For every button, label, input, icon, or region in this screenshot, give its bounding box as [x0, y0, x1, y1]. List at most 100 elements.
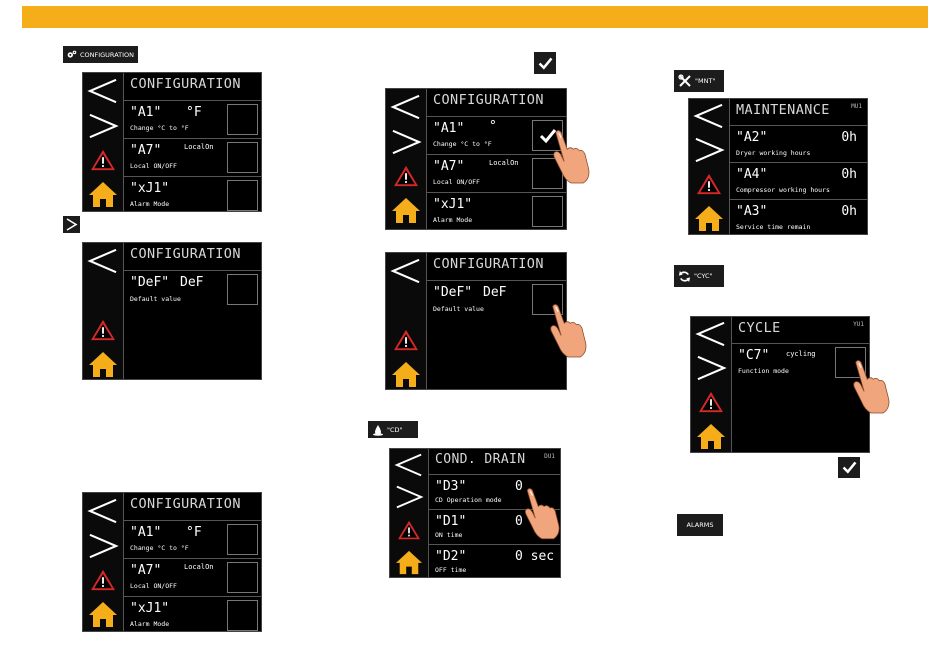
param-row-def[interactable]: "DeF" DeF Default value — [124, 270, 261, 308]
forward-icon[interactable] — [83, 111, 123, 141]
screen-configuration-1: CONFIGURATION "A1" °F Change °C to °F "A… — [82, 72, 262, 212]
back-icon[interactable] — [390, 451, 428, 479]
param-desc: Function mode — [738, 367, 789, 375]
param-name: "DeF" — [433, 285, 473, 300]
back-icon[interactable] — [691, 319, 731, 349]
param-name: "A7" — [130, 143, 162, 158]
home-icon[interactable] — [83, 597, 123, 631]
param-row-xj1[interactable]: "xJ1" Alarm Mode — [427, 192, 566, 230]
param-value: LocalOn — [184, 143, 214, 151]
param-desc: Compressor working hours — [736, 186, 830, 194]
param-row-a3[interactable]: "A3" 0h Service time remain — [730, 199, 867, 236]
param-desc: Local ON/OFF — [433, 178, 480, 186]
param-desc: Change °C to °F — [433, 140, 492, 148]
param-name: "D2" — [435, 549, 467, 564]
screen-title: COND. DRAIN — [435, 452, 526, 467]
param-name: "D3" — [435, 479, 467, 494]
alarm-icon[interactable] — [691, 387, 731, 417]
alarm-icon[interactable] — [386, 161, 426, 191]
forward-icon[interactable] — [691, 353, 731, 383]
back-icon[interactable] — [689, 101, 729, 131]
screen-title: CONFIGURATION — [130, 76, 241, 92]
home-icon[interactable] — [83, 177, 123, 211]
select-box[interactable] — [227, 600, 258, 631]
select-box[interactable] — [835, 347, 866, 378]
forward-icon[interactable] — [390, 483, 428, 511]
forward-icon[interactable] — [83, 531, 123, 561]
param-row-a1[interactable]: "A1" °F Change °C to °F — [124, 100, 261, 138]
param-name: "xJ1" — [130, 601, 170, 616]
home-icon[interactable] — [689, 201, 729, 235]
screen-title: CYCLE — [738, 320, 781, 336]
param-row-c7[interactable]: "C7" cycling Function mode — [732, 343, 869, 382]
forward-step-icon — [63, 216, 80, 233]
param-name: "A3" — [736, 204, 768, 219]
pointing-hand-icon — [542, 300, 588, 358]
back-icon[interactable] — [83, 76, 123, 106]
param-row-a7[interactable]: "A7" LocalOn Local ON/OFF — [427, 154, 566, 192]
param-desc: Alarm Mode — [433, 216, 473, 224]
back-icon[interactable] — [386, 256, 426, 286]
param-row-d2[interactable]: "D2" 0 sec OFF time — [429, 544, 560, 579]
param-row-def[interactable]: "DeF" DeF Default value — [427, 280, 566, 318]
param-value: 0h — [841, 167, 857, 182]
param-desc: Default value — [130, 295, 181, 303]
select-box[interactable] — [227, 142, 258, 173]
forward-icon[interactable] — [689, 135, 729, 165]
param-desc: Alarm Mode — [130, 620, 170, 628]
home-icon[interactable] — [390, 546, 428, 578]
param-value: LocalOn — [184, 563, 214, 571]
param-row-a7[interactable]: "A7" LocalOn Local ON/OFF — [124, 138, 261, 176]
alarm-icon[interactable] — [390, 516, 428, 544]
param-name: "DeF" — [130, 275, 170, 290]
alarm-icon[interactable] — [83, 145, 123, 175]
param-value: DeF — [180, 275, 204, 290]
select-box[interactable] — [532, 284, 563, 315]
back-icon[interactable] — [83, 496, 123, 526]
param-name: "A7" — [433, 159, 465, 174]
home-icon[interactable] — [386, 357, 426, 391]
param-desc: OFF time — [435, 566, 467, 574]
select-box[interactable] — [227, 180, 258, 211]
screen-configuration-default: CONFIGURATION "DeF" DeF Default value — [82, 242, 262, 380]
alarms-label: ALARMS — [677, 514, 723, 536]
home-icon[interactable] — [83, 347, 123, 381]
param-row-d3[interactable]: "D3" 0 CD Operation mode — [429, 474, 560, 509]
select-box[interactable] — [227, 562, 258, 593]
param-row-a7[interactable]: "A7" LocalOn Local ON/OFF — [124, 558, 261, 596]
param-value: DeF — [483, 285, 507, 300]
param-desc: ON time — [435, 531, 463, 539]
param-row-a2[interactable]: "A2" 0h Dryer working hours — [730, 125, 867, 162]
param-value: 0 sec — [515, 549, 555, 564]
alarm-icon[interactable] — [689, 169, 729, 199]
pointing-hand-icon — [845, 356, 891, 414]
pointing-hand-icon — [517, 484, 561, 540]
mnt-label: "MNT" — [674, 70, 724, 92]
back-icon[interactable] — [83, 246, 123, 276]
param-row-a4[interactable]: "A4" 0h Compressor working hours — [730, 162, 867, 199]
forward-icon[interactable] — [386, 127, 426, 157]
alarm-icon[interactable] — [83, 565, 123, 595]
screen-code: YU1 — [853, 321, 864, 328]
param-name: "A1" — [130, 525, 162, 540]
home-icon[interactable] — [691, 419, 731, 453]
param-row-a1[interactable]: "A1" °F Change °C to °F — [124, 520, 261, 558]
param-row-d1[interactable]: "D1" 0 ON time — [429, 509, 560, 544]
select-box[interactable] — [227, 104, 258, 135]
param-desc: Change °C to °F — [130, 124, 189, 132]
param-name: "A2" — [736, 130, 768, 145]
screen-cycle: CYCLE YU1 "C7" cycling Function mode — [690, 316, 870, 453]
select-box[interactable] — [532, 196, 563, 227]
drop-icon — [373, 424, 383, 436]
select-box[interactable] — [227, 524, 258, 555]
home-icon[interactable] — [386, 193, 426, 227]
back-icon[interactable] — [386, 92, 426, 122]
param-desc: Local ON/OFF — [130, 162, 177, 170]
alarm-icon[interactable] — [386, 325, 426, 355]
select-box[interactable] — [227, 274, 258, 305]
param-row-xj1[interactable]: "xJ1" Alarm Mode — [124, 176, 261, 214]
param-row-xj1[interactable]: "xJ1" Alarm Mode — [124, 596, 261, 634]
param-name: "A4" — [736, 167, 768, 182]
param-row-a1[interactable]: "A1" ° Change °C to °F — [427, 116, 566, 154]
alarm-icon[interactable] — [83, 315, 123, 345]
